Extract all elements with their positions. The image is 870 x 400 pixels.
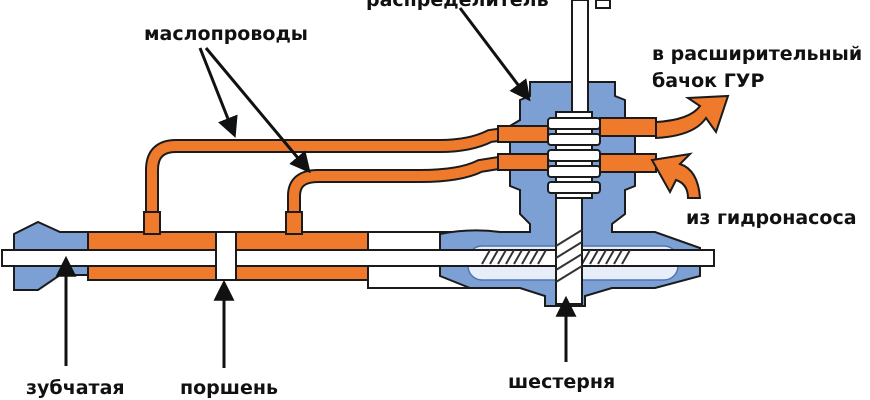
label-pinion: шестерня [508,371,615,393]
label-distributor: распределитель [366,0,549,11]
port-right-lower [599,153,657,173]
label-piston: поршень [180,377,278,399]
label-rack: зубчатая [26,377,125,399]
label-to-reservoir-line2: бачок ГУР [652,70,764,92]
port-left-upper [497,125,549,143]
port-right-upper [599,117,657,137]
steering-shaft [571,0,589,113]
piston [215,231,237,281]
pinion-shaft [555,197,583,305]
fitting-right [285,211,303,235]
fitting-left [143,211,161,235]
port-left-lower [497,153,549,171]
oil-lines [145,127,507,216]
label-from-pump: из гидронасоса [686,207,857,229]
flow-arrow-in [650,152,702,199]
label-to-reservoir-line1: в расширительный [652,43,862,65]
label-oil-lines: маслопроводы [144,23,308,45]
valve-spool [547,111,601,199]
flow-arrow-out [655,94,730,140]
shaft-collar [595,0,611,9]
pointer-arrows [55,7,577,368]
